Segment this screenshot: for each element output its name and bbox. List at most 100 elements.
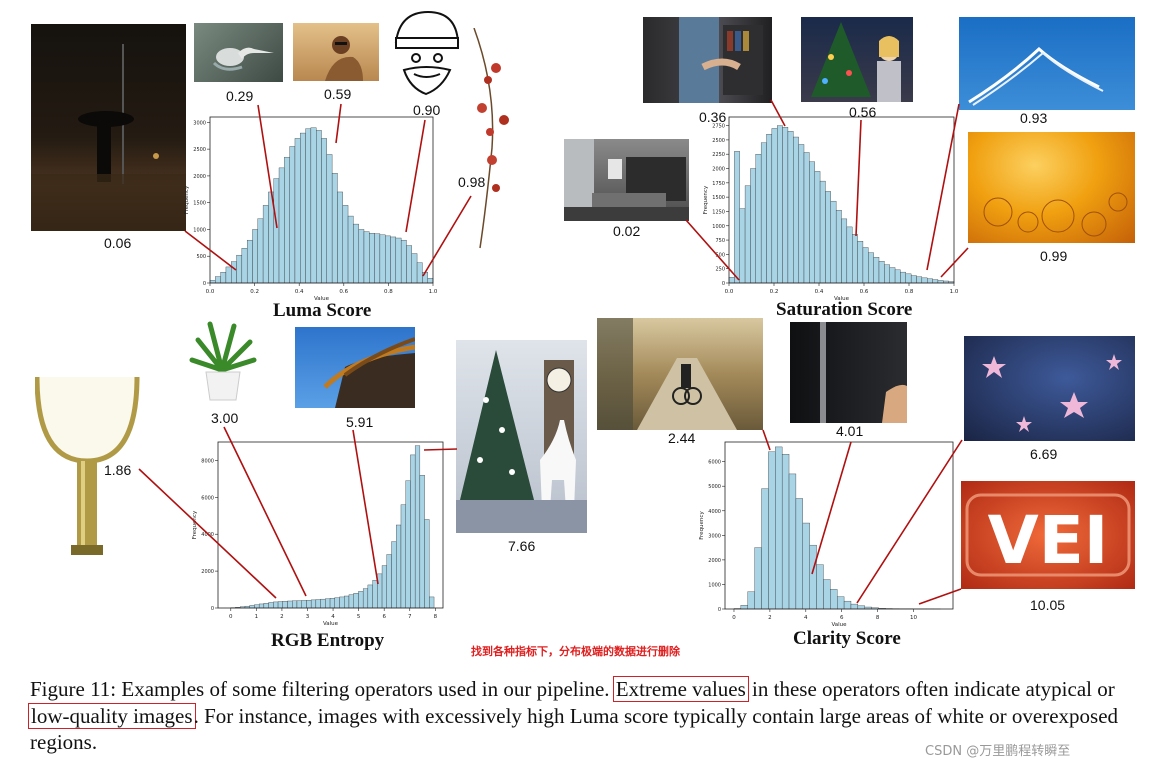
value-label: 0.06 (104, 235, 132, 251)
histogram-bar (215, 276, 221, 284)
histogram-bar (900, 271, 906, 284)
histogram-bar (386, 554, 392, 609)
christmas-tree-girl-photo (801, 17, 913, 102)
histogram-bar (943, 280, 949, 284)
histogram-bar (320, 598, 326, 609)
histogram-bar (830, 200, 837, 284)
y-tick-label: 1750 (712, 181, 725, 187)
vei-logo-photo: VEI (961, 481, 1135, 589)
histogram-bar (342, 205, 349, 284)
bookshelf-photo (643, 17, 772, 103)
histogram-bar (396, 524, 402, 609)
histogram-bar (816, 564, 824, 610)
histogram-bar (225, 266, 232, 284)
y-tick-label: 4000 (708, 509, 721, 515)
y-tick-label: 2000 (708, 558, 721, 564)
x-tick-label: 6 (840, 615, 844, 621)
clarity-panel-title: Clarity Score (793, 628, 901, 649)
value-label: 0.02 (613, 223, 641, 239)
y-tick-label: 1000 (712, 224, 725, 230)
y-tick-label: 0 (203, 281, 206, 287)
histogram-bar (377, 573, 383, 609)
connector-line (352, 429, 379, 585)
histogram-bar (294, 138, 301, 284)
histogram-bar (385, 235, 391, 284)
histogram-bar (300, 132, 306, 284)
histogram-bar (728, 277, 735, 284)
connector-line (257, 104, 278, 229)
histogram-bar (347, 215, 354, 284)
histogram-bar (273, 178, 280, 284)
x-tick-label: 3 (306, 614, 310, 620)
histogram-bar (852, 234, 858, 284)
flower-branch-drawing (466, 28, 522, 250)
caption-part2: in these operators often indicate atypic… (746, 677, 1115, 701)
value-label: 0.90 (413, 102, 441, 118)
histogram-bar (410, 454, 416, 609)
histogram-bar (390, 236, 397, 284)
histogram-bar (846, 226, 853, 284)
histogram-bar (374, 233, 381, 284)
highlight-low-quality: low-quality images (28, 702, 196, 729)
orange-bubbles-photo (968, 132, 1135, 243)
histogram-bar (284, 156, 290, 284)
connector-line (770, 99, 786, 127)
value-label: 4.01 (836, 423, 864, 439)
histogram-bar (316, 130, 322, 284)
x-axis-label: Value (323, 621, 339, 627)
x-tick-label: 4 (331, 614, 335, 620)
histogram-bar (761, 488, 769, 610)
histogram-bar (916, 276, 923, 284)
y-tick-label: 2500 (712, 138, 725, 144)
potted-plant-photo (188, 320, 257, 401)
chinese-annotation: 找到各种指标下，分布极端的数据进行删除 (471, 645, 680, 658)
value-label: 0.59 (324, 86, 352, 102)
histogram-bar (809, 161, 815, 284)
value-label: 0.98 (458, 174, 486, 190)
histogram-bar (894, 269, 901, 284)
histogram-bar (305, 128, 312, 284)
y-tick-label: 2000 (712, 167, 725, 173)
night-street-photo (31, 24, 186, 231)
histogram-bar (768, 451, 776, 610)
value-label: 10.05 (1030, 597, 1066, 613)
histogram-bar (263, 603, 269, 609)
histogram-bar (850, 603, 859, 610)
y-tick-label: 5000 (708, 484, 721, 490)
x-tick-label: 5 (357, 614, 361, 620)
histogram-bar (236, 254, 243, 284)
plot-frame (209, 116, 434, 284)
y-tick-label: 2250 (712, 152, 725, 158)
histogram-bar (381, 565, 387, 609)
plot-frame (724, 441, 954, 610)
histogram-bar (282, 601, 288, 609)
dark-screen-photo (790, 322, 907, 423)
histogram-bar (268, 191, 274, 284)
histogram-bar (740, 605, 748, 610)
histogram-bar (337, 191, 343, 284)
histogram-bar (406, 245, 412, 284)
connector-line (423, 448, 458, 451)
star-bokeh-art (982, 354, 1122, 432)
histogram-bar (268, 602, 274, 609)
y-tick-label: 0 (718, 607, 721, 613)
histogram-bar (419, 475, 425, 609)
y-tick-label: 0 (211, 606, 214, 612)
x-tick-label: 8 (434, 614, 438, 620)
histogram-bar (296, 600, 302, 609)
y-tick-label: 6000 (201, 495, 214, 501)
connector-line (926, 103, 960, 271)
histogram-bar (326, 154, 333, 284)
histogram-bar (262, 205, 269, 284)
x-tick-label: 0.8 (905, 289, 914, 295)
histogram-bar (310, 599, 317, 609)
histogram-bar (278, 167, 285, 284)
histogram-bar (252, 229, 258, 284)
connector-line (918, 588, 962, 605)
y-tick-label: 1500 (193, 201, 206, 207)
histogram-bar (937, 280, 944, 284)
histogram-bar (835, 210, 842, 284)
connector-line (405, 119, 426, 233)
y-tick-label: 0 (722, 281, 725, 287)
